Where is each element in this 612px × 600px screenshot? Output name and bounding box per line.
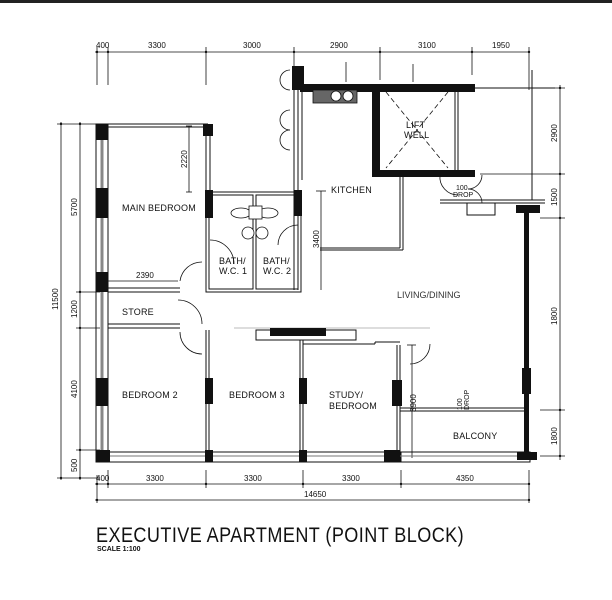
drop-balcony-value: 100	[457, 398, 464, 410]
fixtures	[230, 89, 358, 240]
door-swings	[177, 69, 483, 365]
label-kitchen: KITCHEN	[331, 185, 372, 195]
dim-right-3: 1800	[550, 427, 559, 445]
room-labels: MAIN BEDROOM BATH/ W.C. 1 BATH/ W.C. 2 K…	[122, 120, 497, 441]
dim-balcony-depth: 3900	[409, 394, 418, 412]
label-bedroom3: BEDROOM 3	[229, 390, 285, 400]
top-border-rule	[0, 0, 612, 3]
label-bath1-line2: W.C. 1	[219, 266, 247, 276]
plan-scale: SCALE 1:100	[97, 546, 141, 553]
label-balcony: BALCONY	[453, 431, 497, 441]
label-study-line2: BEDROOM	[329, 401, 377, 411]
dim-right-1: 1500	[550, 188, 559, 206]
label-lift-line2: WELL	[404, 130, 429, 140]
dim-left-1: 1200	[70, 300, 79, 318]
walls-thin	[95, 66, 555, 463]
label-main-bedroom: MAIN BEDROOM	[122, 203, 196, 213]
dim-bottom-4: 4350	[456, 474, 474, 483]
dim-bottom-0: 400	[96, 474, 110, 483]
plan-title: EXECUTIVE APARTMENT (POINT BLOCK)	[96, 524, 465, 547]
dim-right-0: 2900	[550, 124, 559, 142]
dim-top-0: 400	[96, 41, 110, 50]
dim-bottom-total: 14650	[304, 490, 327, 499]
dim-top-4: 3100	[418, 41, 436, 50]
dim-bottom-1: 3300	[146, 474, 164, 483]
label-bath1-line1: BATH/	[219, 256, 246, 266]
drop-top-value: 100	[456, 185, 468, 192]
dimension-ticks	[59, 50, 562, 502]
dim-top-5: 1950	[492, 41, 510, 50]
dim-top-3: 2900	[330, 41, 348, 50]
dim-top-2: 3000	[243, 41, 261, 50]
dim-bottom-3: 3300	[342, 474, 360, 483]
dim-store-width: 2390	[136, 271, 154, 280]
dim-bottom-2: 3300	[244, 474, 262, 483]
label-bedroom2: BEDROOM 2	[122, 390, 178, 400]
lift-well-cross	[385, 91, 449, 169]
dim-kitchen-depth: 3400	[312, 230, 321, 248]
dim-left-total: 11500	[51, 288, 60, 310]
drop-top-label: DROP	[453, 192, 474, 199]
dim-main-bedroom-depth: 2220	[180, 150, 189, 168]
dim-right-2: 1800	[550, 307, 559, 325]
dim-top-1: 3300	[148, 41, 166, 50]
dim-left-2: 4100	[70, 380, 79, 398]
label-bath2-line2: W.C. 2	[263, 266, 291, 276]
dimension-lines	[57, 47, 565, 503]
dim-left-0: 5700	[70, 198, 79, 216]
drop-annotations: 100 DROP 100 DROP	[453, 185, 474, 410]
dim-left-3: 500	[70, 458, 79, 472]
dimension-labels: 400 3300 3000 2900 3100 1950 400 3300 33…	[51, 41, 559, 499]
drop-balcony-label: DROP	[464, 389, 471, 410]
label-study-line1: STUDY/	[329, 390, 364, 400]
label-living-dining: LIVING/DINING	[397, 290, 461, 300]
label-store: STORE	[122, 307, 154, 317]
label-lift-line1: LIFT	[406, 120, 426, 130]
walls-solid	[96, 66, 540, 462]
label-bath2-line1: BATH/	[263, 256, 290, 266]
